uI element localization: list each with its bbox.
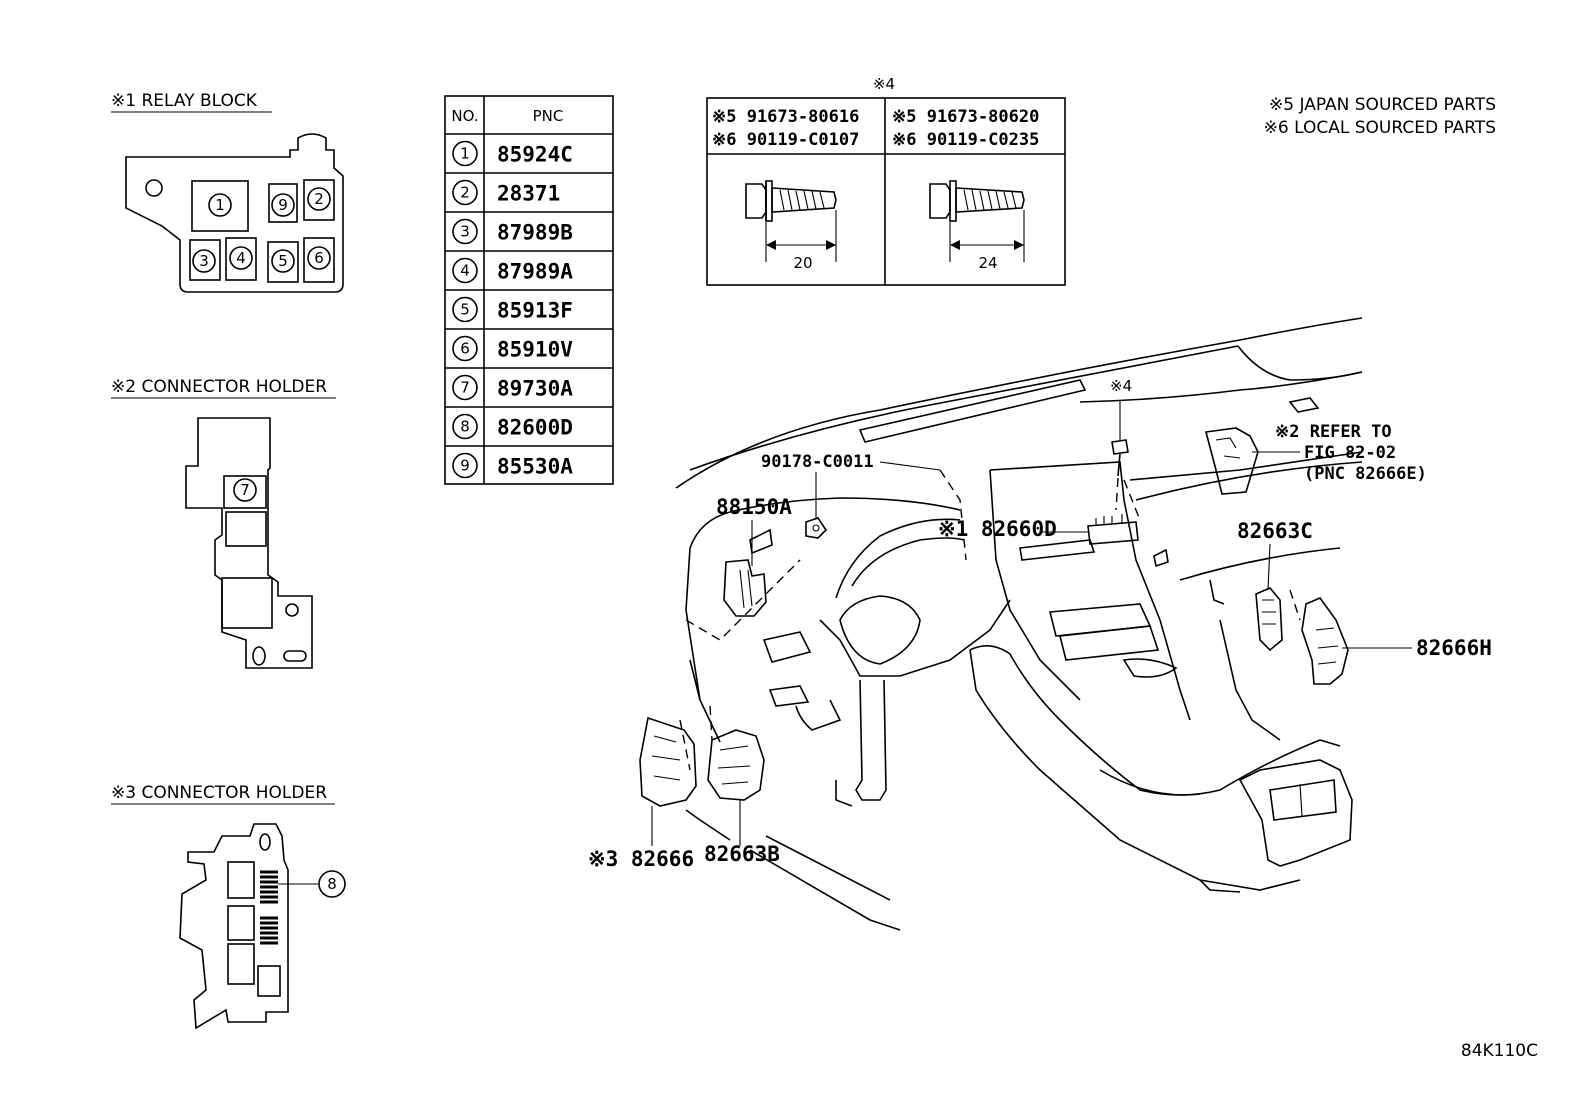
pnc-row-no: 4	[460, 262, 470, 280]
pnc-row-code: 85924C	[497, 143, 573, 167]
bolt-table: ※4 ※5 91673-80616 ※6 90119-C0107 ※5 9167…	[706, 75, 1066, 286]
bolt-left-line2: ※6 90119-C0107	[712, 130, 859, 150]
pnc-row-code: 87989A	[497, 260, 573, 284]
label-mark-4: ※4	[1110, 377, 1132, 395]
connector-holder-3-title: ※3 CONNECTOR HOLDER	[111, 783, 327, 803]
figure-code: 84K110C	[1461, 1041, 1538, 1061]
relay-no-3: 3	[199, 252, 209, 270]
part-82666H-drawing	[1301, 597, 1349, 685]
part-82660D-drawing	[1087, 514, 1139, 545]
relay-no-4: 4	[236, 249, 246, 267]
part-88150A-drawing	[723, 559, 767, 617]
pnc-row-number-circle	[452, 452, 478, 479]
pnc-row-no: 1	[460, 145, 470, 163]
part-82666-drawing	[639, 716, 697, 807]
part-bolt-4-drawing	[1111, 439, 1129, 511]
pnc-row-code: 87989B	[497, 221, 573, 245]
label-82666: ※3 82666	[588, 847, 694, 871]
part-82666E-drawing	[1204, 427, 1259, 495]
pnc-row-no: 5	[460, 301, 470, 319]
label-82660D: ※1 82660D	[938, 517, 1057, 541]
pnc-row-number-circle	[452, 335, 478, 362]
pnc-row-no: 3	[460, 223, 470, 241]
pnc-row-no: 8	[460, 418, 470, 436]
connector-holder-2-title: ※2 CONNECTOR HOLDER	[111, 377, 327, 397]
bolt-left-line1: ※5 91673-80616	[712, 107, 859, 127]
bolt-short-drawing: 20	[745, 180, 837, 272]
bolt-right-line1: ※5 91673-80620	[892, 107, 1039, 127]
label-82663B: 82663B	[704, 842, 780, 866]
label-refer-line2: FIG 82-02	[1304, 443, 1396, 463]
note-local-sourced: ※6 LOCAL SOURCED PARTS	[1264, 118, 1496, 138]
pnc-header-no: NO.	[451, 107, 478, 125]
pnc-row-number-circle	[452, 374, 478, 401]
connector-holder-2-drawing: 7	[185, 417, 313, 669]
pnc-row-no: 7	[460, 379, 470, 397]
holder3-no-8: 8	[327, 875, 337, 893]
bolt-long-drawing: 24	[929, 180, 1025, 272]
label-88150A: 88150A	[716, 495, 792, 519]
part-90178-nut-drawing	[805, 517, 828, 539]
pnc-row-code: 89730A	[497, 377, 573, 401]
bolt-short-dimension: 20	[793, 254, 812, 272]
pnc-row-number-circle	[452, 140, 478, 167]
pnc-row-code: 28371	[497, 182, 560, 206]
pnc-row-no: 2	[460, 184, 470, 202]
pnc-row-number-circle	[452, 413, 478, 440]
pnc-row-code: 85910V	[497, 338, 573, 362]
note-japan-sourced: ※5 JAPAN SOURCED PARTS	[1269, 95, 1496, 115]
relay-block-title: ※1 RELAY BLOCK	[111, 91, 258, 111]
connector-holder-3-drawing: 8	[179, 823, 346, 1030]
pnc-header-pnc: PNC	[533, 107, 564, 125]
label-90178-C0011: 90178-C0011	[761, 452, 874, 472]
pnc-row-code: 82600D	[497, 416, 573, 440]
holder2-no-7: 7	[240, 481, 250, 499]
part-82663C-drawing	[1255, 587, 1283, 652]
label-refer-line1: ※2 REFER TO	[1275, 422, 1392, 442]
pnc-row-number-circle	[452, 179, 478, 206]
pnc-row-number-circle	[452, 257, 478, 284]
pnc-row-number-circle	[452, 218, 478, 245]
relay-block-drawing: 1 9 2 3 4 5 6	[125, 133, 344, 293]
pnc-row-number-circle	[452, 296, 478, 323]
label-82666H: 82666H	[1416, 636, 1492, 660]
label-82663C: 82663C	[1237, 519, 1313, 543]
relay-no-5: 5	[278, 252, 288, 270]
leader-lines	[651, 400, 1412, 846]
pnc-row-no: 9	[460, 457, 470, 475]
pnc-row-code: 85530A	[497, 455, 573, 479]
dashboard-drawing	[675, 317, 1363, 931]
bolt-right-line2: ※6 90119-C0235	[892, 130, 1039, 150]
relay-no-9: 9	[278, 196, 288, 214]
label-refer-line3: (PNC 82666E)	[1304, 464, 1427, 484]
bolt-long-dimension: 24	[978, 254, 997, 272]
bolt-table-mark: ※4	[873, 75, 895, 93]
pnc-row-no: 6	[460, 340, 470, 358]
pnc-table: NO. PNC 1 85924C 2 28371 3 87989B 4 87989A 5 8591…	[444, 95, 614, 485]
relay-no-2: 2	[314, 190, 324, 208]
part-82663B-drawing	[707, 729, 765, 801]
pnc-row-code: 85913F	[497, 299, 573, 323]
relay-no-1: 1	[215, 196, 225, 214]
relay-no-6: 6	[314, 249, 324, 267]
